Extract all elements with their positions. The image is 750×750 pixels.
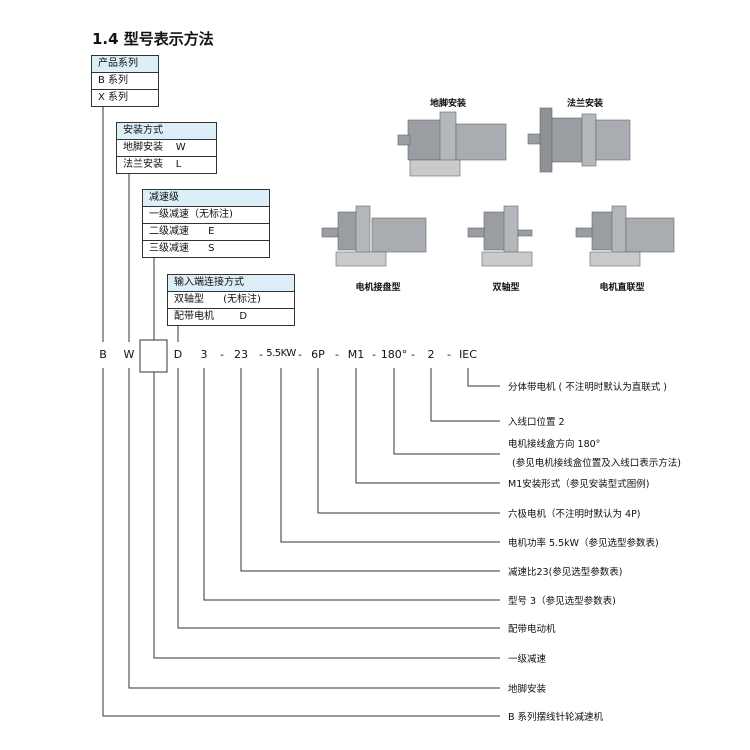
table-row: X 系列 <box>92 89 158 106</box>
code-part: 5.5KW <box>266 348 296 359</box>
caption-double-shaft: 双轴型 <box>492 283 520 293</box>
caption-foot-mount: 地脚安装 <box>429 99 467 109</box>
double-shaft-image <box>467 205 533 267</box>
label-6p: 六极电机（不注明时默认为 4P) <box>508 509 641 520</box>
table-row: 法兰安装 L <box>117 156 216 173</box>
code-sep: - <box>411 348 415 361</box>
code-part: W <box>123 348 135 361</box>
caption-flange-mount: 法兰安装 <box>566 99 604 109</box>
reducer-images <box>321 107 675 267</box>
label-box-direction: 电机接线盒方向 180° <box>508 439 601 450</box>
code-part: D <box>173 348 183 361</box>
code-part: IEC <box>459 348 477 361</box>
code-sep: - <box>447 348 451 361</box>
code-part: M1 <box>347 348 365 361</box>
mounting-table: 安装方式 地脚安装 W 法兰安装 L <box>116 122 217 174</box>
table-header: 产品系列 <box>92 56 158 72</box>
product-series-table: 产品系列 B 系列 X 系列 <box>91 55 159 107</box>
code-part: 2 <box>427 348 435 361</box>
code-sep: - <box>372 348 376 361</box>
label-inlet: 入线口位置 2 <box>508 417 565 428</box>
code-part: 3 <box>200 348 208 361</box>
table-header: 减速级 <box>143 190 269 206</box>
label-size: 型号 3（参见选型参数表) <box>508 596 616 607</box>
table-row: 一级减速（无标注) <box>143 206 269 223</box>
label-mount: 地脚安装 <box>508 684 547 695</box>
code-sep: - <box>298 348 302 361</box>
caption-direct-motor: 电机直联型 <box>599 283 645 293</box>
label-m1: M1安装形式（参见安装型式图例) <box>508 479 650 490</box>
input-connection-table: 输入端连接方式 双轴型 (无标注) 配带电机 D <box>167 274 295 326</box>
label-ratio: 减速比23(参见选型参数表) <box>508 567 623 578</box>
label-motor: 配带电动机 <box>508 624 556 635</box>
flange-mount-image <box>527 107 631 173</box>
code-part: 6P <box>311 348 325 361</box>
code-part: 180° <box>380 348 408 361</box>
table-row: 二级减速 E <box>143 223 269 240</box>
caption-motor-plate: 电机接盘型 <box>355 283 401 293</box>
code-part: 23 <box>234 348 248 361</box>
table-row: B 系列 <box>92 72 158 89</box>
reduction-stage-table: 减速级 一级减速（无标注) 二级减速 E 三级减速 S <box>142 189 270 258</box>
label-stage: 一级减速 <box>508 654 547 665</box>
section-title: 1.4 型号表示方法 <box>92 30 214 48</box>
motor-plate-image <box>321 205 427 267</box>
label-iec: 分体带电机 ( 不注明时默认为直联式 ) <box>508 382 667 393</box>
direct-motor-image <box>575 205 675 267</box>
code-sep: - <box>220 348 224 361</box>
table-row: 配带电机 D <box>168 308 294 325</box>
code-part: B <box>99 348 107 361</box>
blank-code-box <box>139 339 168 373</box>
label-box-note: (参见电机接线盒位置及入线口表示方法) <box>512 458 681 469</box>
label-series: B 系列摆线针轮减速机 <box>508 712 604 723</box>
table-header: 输入端连接方式 <box>168 275 294 291</box>
table-row: 三级减速 S <box>143 240 269 257</box>
label-power: 电机功率 5.5kW（参见选型参数表) <box>508 538 659 549</box>
code-sep: - <box>335 348 339 361</box>
table-row: 地脚安装 W <box>117 139 216 156</box>
table-header: 安装方式 <box>117 123 216 139</box>
code-sep: - <box>259 348 263 361</box>
table-row: 双轴型 (无标注) <box>168 291 294 308</box>
foot-mount-image <box>397 111 507 177</box>
